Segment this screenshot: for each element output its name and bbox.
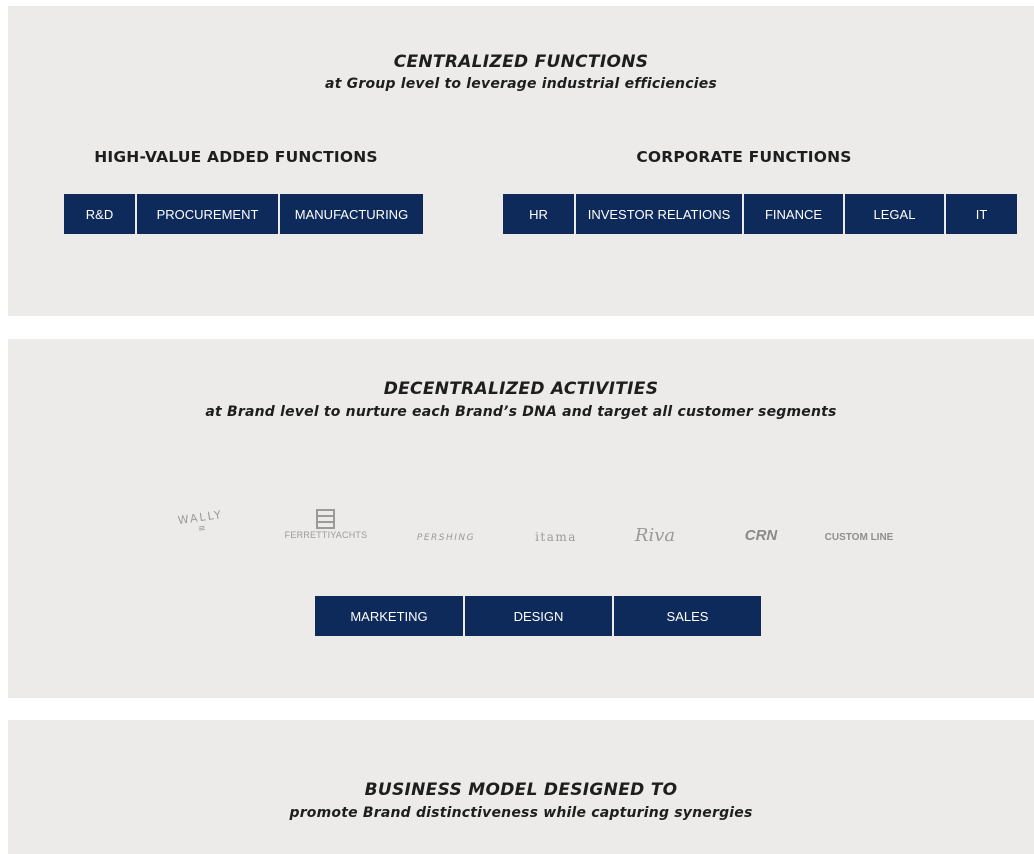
centralized-functions-panel: CENTRALIZED FUNCTIONS at Group level to …	[8, 6, 1034, 316]
function-box-manufacturing: MANUFACTURING	[280, 194, 423, 234]
corporate-functions-title: CORPORATE FUNCTIONS	[636, 148, 852, 166]
pershing-logo: PERSHING	[416, 533, 476, 543]
business-model-subtitle: promote Brand distinctiveness while capt…	[289, 805, 753, 821]
crn-logo: CRN	[744, 527, 778, 544]
business-model-panel: BUSINESS MODEL DESIGNED TO promote Brand…	[8, 720, 1034, 854]
high-value-functions-title: HIGH-VALUE ADDED FUNCTIONS	[94, 148, 378, 166]
business-model-title: BUSINESS MODEL DESIGNED TO	[364, 780, 678, 800]
function-box-legal: LEGAL	[845, 194, 944, 234]
activity-box-sales: SALES	[614, 596, 761, 636]
decentralized-title: DECENTRALIZED ACTIVITIES	[383, 379, 659, 399]
function-box-procurement: PROCUREMENT	[137, 194, 278, 234]
centralized-subtitle: at Group level to leverage industrial ef…	[325, 76, 717, 92]
ferretti-emblem-icon	[316, 509, 335, 529]
custom-line-logo: CUSTOM LINE	[824, 532, 894, 543]
function-box-rnd: R&D	[64, 194, 135, 234]
riva-logo: Riva	[634, 525, 676, 546]
ferretti-yachts-logo: FERRETTIYACHTS	[270, 509, 382, 540]
activity-box-marketing: MARKETING	[315, 596, 463, 636]
itama-logo: itama	[535, 530, 577, 544]
function-box-hr: HR	[503, 194, 574, 234]
function-box-investor-relations: INVESTOR RELATIONS	[576, 194, 742, 234]
activity-box-design: DESIGN	[465, 596, 612, 636]
wally-logo: WALLY ≡	[176, 507, 224, 535]
function-box-it: IT	[946, 194, 1017, 234]
centralized-title: CENTRALIZED FUNCTIONS	[393, 52, 649, 72]
decentralized-subtitle: at Brand level to nurture each Brand’s D…	[205, 404, 837, 420]
decentralized-activities-panel: DECENTRALIZED ACTIVITIES at Brand level …	[8, 339, 1034, 698]
function-box-finance: FINANCE	[744, 194, 843, 234]
